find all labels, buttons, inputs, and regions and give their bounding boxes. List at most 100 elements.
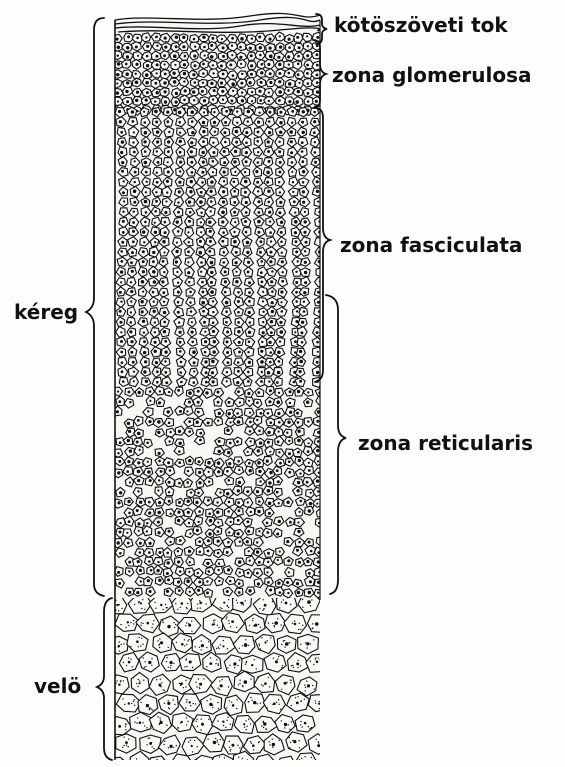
medulla-granule xyxy=(168,700,169,701)
cell-nucleus xyxy=(129,330,132,333)
cell-nucleus xyxy=(130,300,132,302)
medulla-granule xyxy=(164,703,165,704)
cell-nucleus xyxy=(244,680,248,684)
cell-nucleus xyxy=(211,37,214,40)
cell-nucleus xyxy=(132,221,135,224)
medulla-granule xyxy=(186,666,187,667)
cell-nucleus xyxy=(143,340,146,343)
medulla-granule xyxy=(123,737,124,738)
cell-nucleus xyxy=(239,401,241,403)
cell-nucleus xyxy=(163,251,165,253)
medulla-granule xyxy=(264,608,265,609)
cell-nucleus xyxy=(225,301,229,305)
cell-nucleus xyxy=(178,111,182,115)
cell-nucleus xyxy=(133,190,137,194)
medulla-granule xyxy=(138,637,139,638)
cell-nucleus xyxy=(316,81,319,84)
cell-nucleus xyxy=(248,462,251,465)
medulla-granule xyxy=(262,610,263,611)
cell-nucleus xyxy=(278,421,281,424)
cell-nucleus xyxy=(125,72,129,76)
cell-nucleus xyxy=(262,321,264,323)
cell-nucleus xyxy=(117,55,119,57)
medulla-granule xyxy=(321,738,322,739)
cell-nucleus xyxy=(307,450,310,453)
medulla-granule xyxy=(272,601,273,602)
cell-nucleus xyxy=(301,150,304,153)
cell-nucleus xyxy=(155,361,158,364)
cell-nucleus xyxy=(259,441,262,444)
cell-nucleus xyxy=(226,351,229,354)
cell-nucleus xyxy=(278,99,281,102)
cell-nucleus xyxy=(196,529,199,532)
medulla-granule xyxy=(300,629,301,630)
cell-nucleus xyxy=(234,150,237,153)
cell-nucleus xyxy=(189,701,191,703)
cell-nucleus xyxy=(130,281,132,283)
medulla-granule xyxy=(125,726,126,727)
cell-nucleus xyxy=(126,470,129,473)
cell-nucleus xyxy=(198,581,201,584)
cell-nucleus xyxy=(269,220,271,222)
cell-nucleus xyxy=(306,35,308,37)
cell-nucleus xyxy=(269,81,272,84)
medulla-granule xyxy=(152,623,153,624)
cell-nucleus xyxy=(133,380,135,382)
medulla-granule xyxy=(152,746,153,747)
cell-nucleus xyxy=(220,81,223,84)
cell-nucleus xyxy=(249,47,252,50)
medulla-granule xyxy=(242,685,243,686)
cell-nucleus xyxy=(280,221,283,224)
cell-nucleus xyxy=(316,36,319,39)
cell-nucleus xyxy=(147,470,151,474)
medulla-granule xyxy=(131,703,132,704)
cell-nucleus xyxy=(226,380,228,382)
medulla-granule xyxy=(195,703,196,704)
cell-nucleus xyxy=(256,419,258,421)
cell-nucleus xyxy=(213,89,216,92)
cell-nucleus xyxy=(164,350,167,353)
medulla-granule xyxy=(186,699,187,700)
cell-nucleus xyxy=(237,501,240,504)
cell-nucleus xyxy=(257,391,260,394)
cell-nucleus xyxy=(274,621,278,625)
cell-nucleus xyxy=(316,660,319,663)
medulla-granule xyxy=(214,624,215,625)
medulla-granule xyxy=(226,707,227,708)
medulla-granule xyxy=(125,627,126,628)
cell-nucleus xyxy=(289,130,293,134)
cell-nucleus xyxy=(146,442,149,445)
medulla-granule xyxy=(154,602,155,603)
cell-nucleus xyxy=(250,511,252,513)
cell-nucleus xyxy=(314,151,317,154)
cell-nucleus xyxy=(236,381,239,384)
medulla-granule xyxy=(295,697,296,698)
medulla-granule xyxy=(174,704,175,705)
cell-nucleus xyxy=(308,469,311,472)
cell-nucleus xyxy=(228,412,231,415)
cell-nucleus xyxy=(204,351,207,354)
medulla-granule xyxy=(245,639,246,640)
cell-nucleus xyxy=(130,261,133,264)
medulla-granule xyxy=(208,641,209,642)
medulla-granule xyxy=(130,622,131,623)
cell-nucleus xyxy=(125,741,128,744)
medulla-granule xyxy=(289,729,290,730)
cell-nucleus xyxy=(120,351,123,354)
cell-nucleus xyxy=(288,471,291,474)
cell-nucleus xyxy=(168,530,171,533)
cell-nucleus xyxy=(127,542,130,545)
medulla-granule xyxy=(185,680,186,681)
cell-nucleus xyxy=(216,511,219,514)
cell-nucleus xyxy=(148,511,151,514)
medulla-granule xyxy=(208,719,209,720)
cell-nucleus xyxy=(259,46,262,49)
cell-nucleus xyxy=(245,141,248,144)
medulla-granule xyxy=(153,620,154,621)
cell-nucleus xyxy=(302,110,305,113)
medulla-granule xyxy=(134,705,135,706)
cell-nucleus xyxy=(166,111,169,114)
cell-nucleus xyxy=(296,412,299,415)
medulla-granule xyxy=(165,604,166,605)
medulla-granule xyxy=(256,668,257,669)
